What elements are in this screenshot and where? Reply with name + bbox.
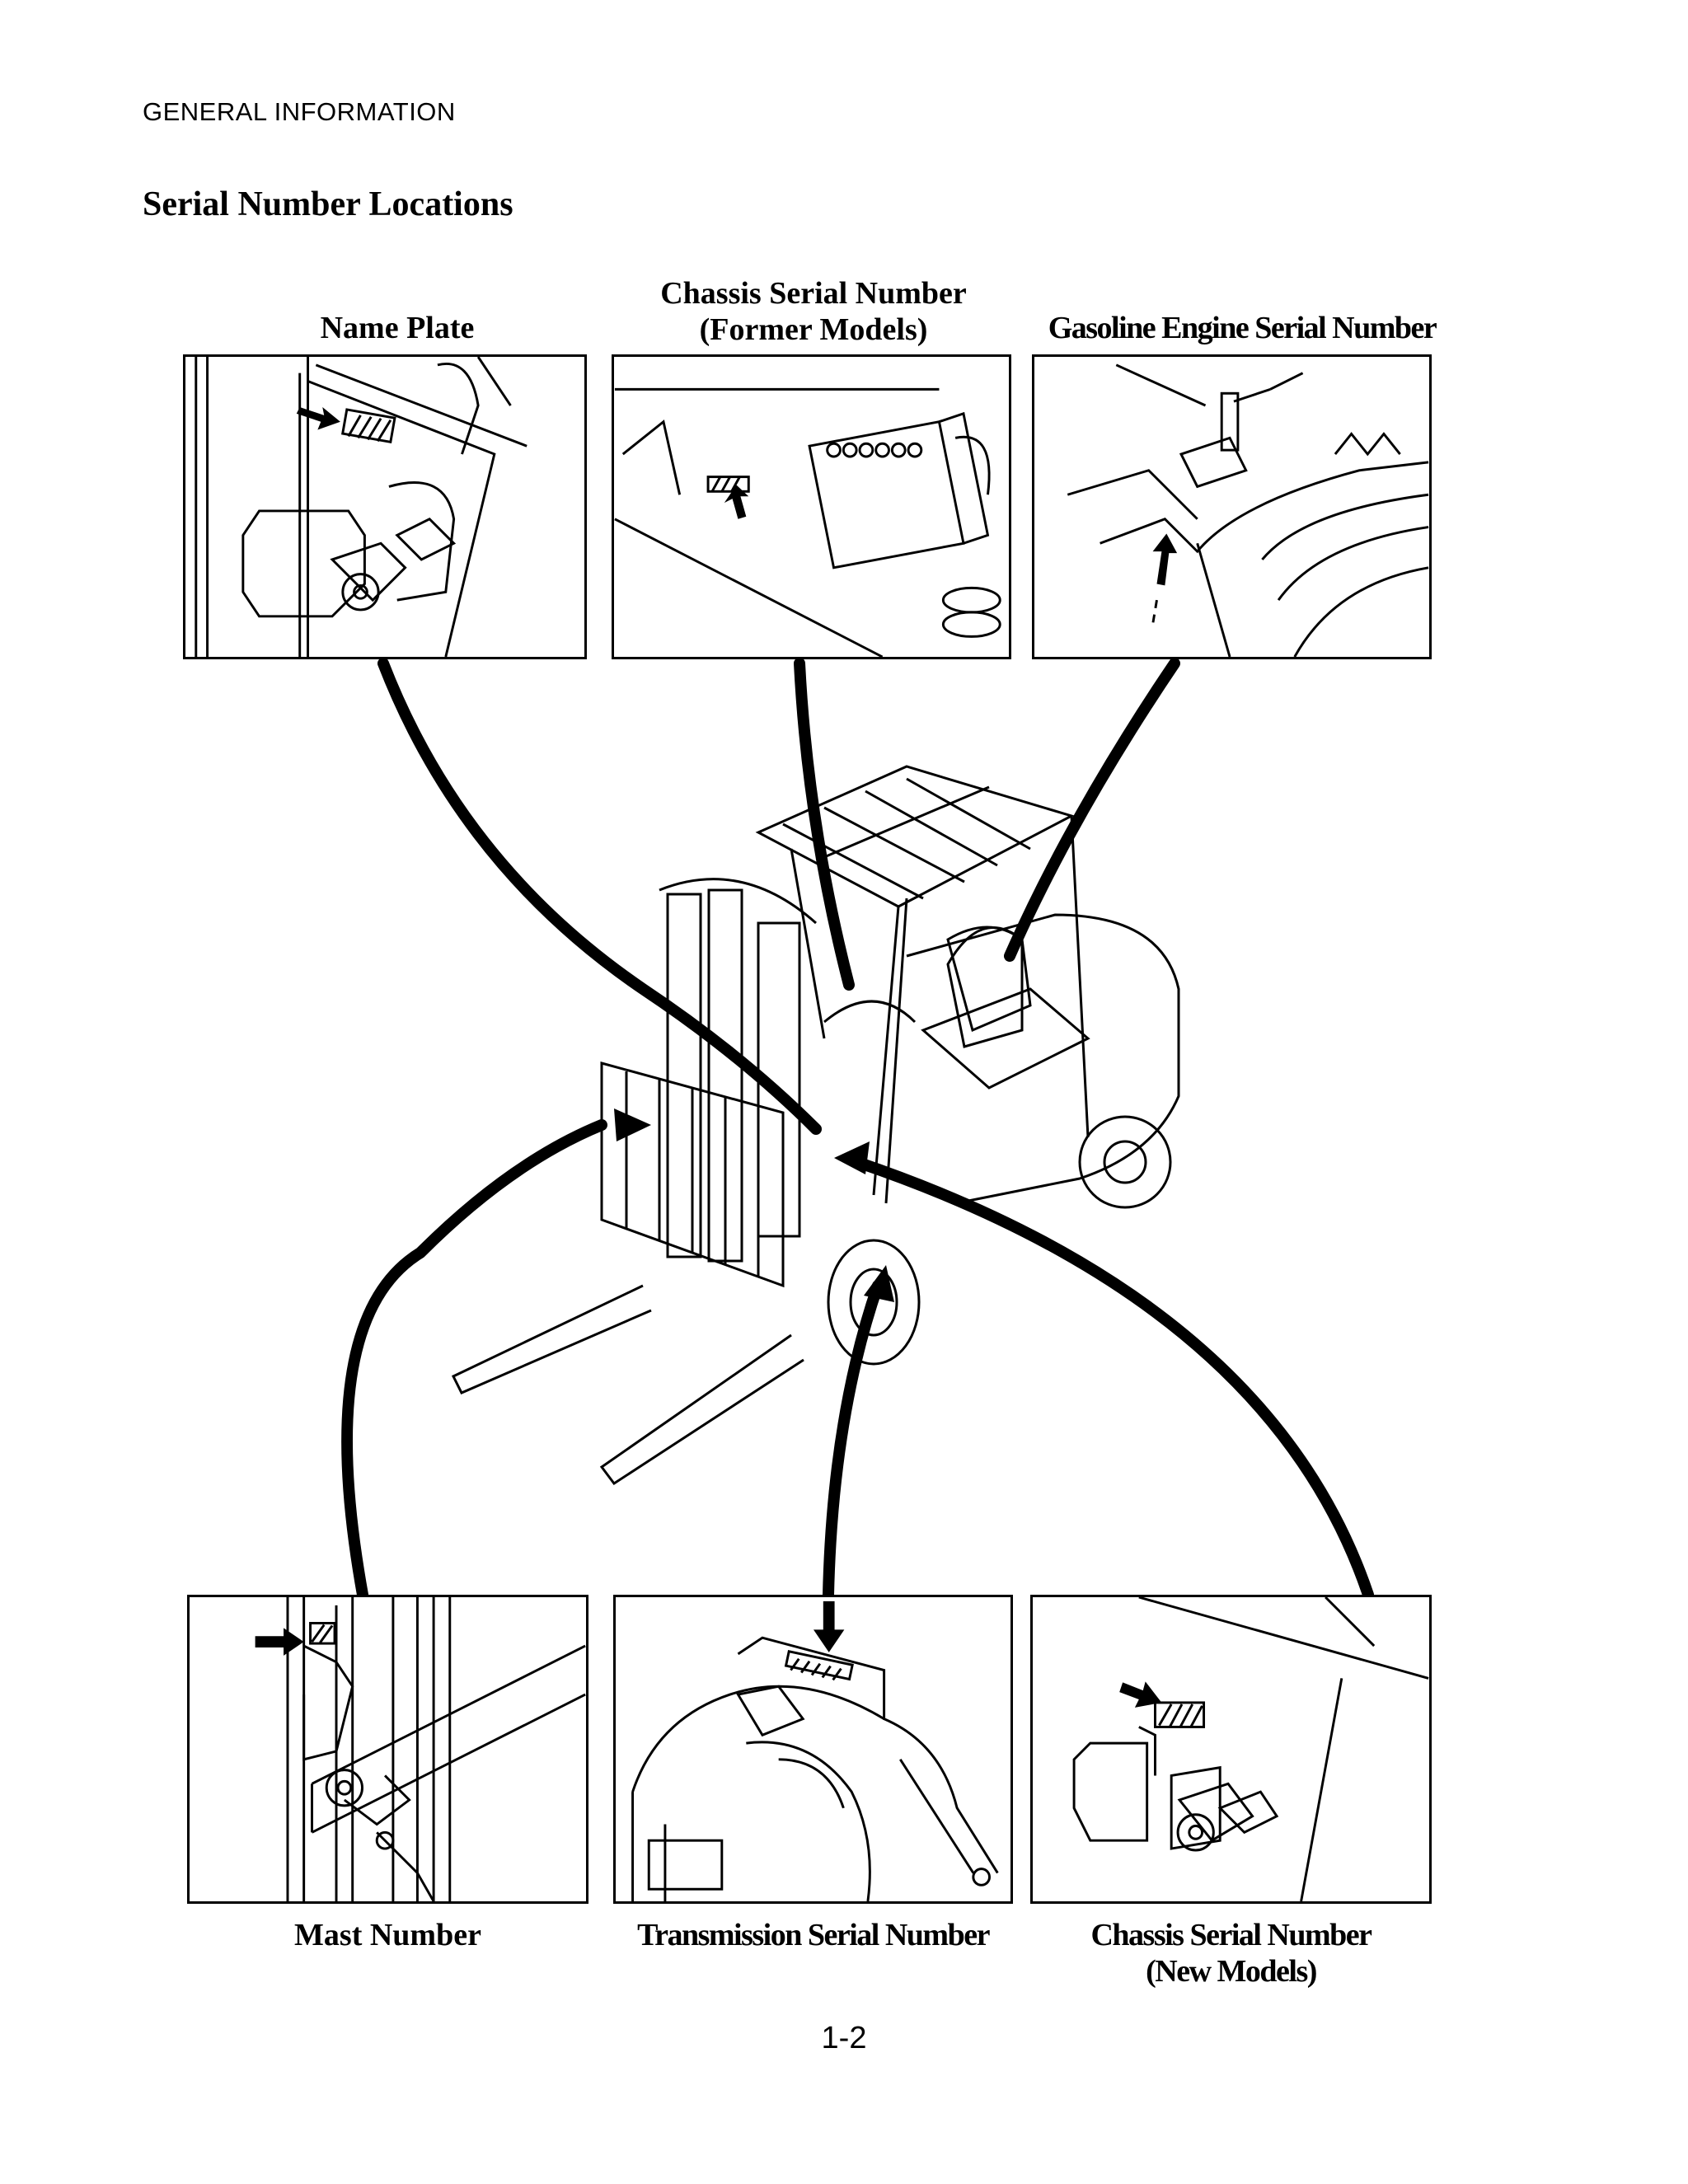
arrow-icon: [1152, 533, 1178, 586]
panel-chassis-new: [1030, 1595, 1432, 1904]
leader-line-transmission: [823, 1280, 884, 1601]
label-name-plate: Name Plate: [183, 310, 612, 346]
name-plate-illustration: [195, 357, 528, 657]
chassis-former-illustration: [614, 387, 1001, 657]
leader-line-chassis-former: [794, 658, 855, 991]
leader-arrowheads: [614, 1108, 894, 1302]
leader-line-mast-number: [341, 1119, 607, 1601]
forklift-body: [451, 765, 1180, 1486]
label-chassis-new-line1: Chassis Serial Number: [1090, 1918, 1372, 1952]
label-chassis-former: Chassis Serial Number (Former Models): [612, 275, 1015, 348]
panel-mast-number: [187, 1595, 588, 1904]
arrow-icon: [1119, 1681, 1162, 1708]
label-transmission-text: Transmission Serial Number: [637, 1918, 990, 1952]
section-title: Serial Number Locations: [143, 185, 513, 223]
label-name-plate-text: Name Plate: [320, 311, 475, 345]
label-chassis-former-line1: Chassis Serial Number: [660, 276, 967, 311]
arrow-icon: [255, 1628, 304, 1656]
label-transmission: Transmission Serial Number: [613, 1917, 1013, 1953]
transmission-illustration: [631, 1601, 999, 1901]
arrow-icon: [724, 485, 749, 519]
label-mast-number-text: Mast Number: [294, 1918, 481, 1952]
leader-line-chassis-new: [851, 1156, 1374, 1601]
page-number: 1-2: [821, 2021, 867, 2055]
label-chassis-new: Chassis Serial Number (New Models): [1030, 1917, 1432, 1990]
label-gasoline-engine-text: Gasoline Engine Serial Number: [1048, 311, 1437, 345]
leader-line-gasoline-engine: [1004, 658, 1180, 962]
chassis-new-illustration: [1072, 1597, 1429, 1901]
label-chassis-new-line2: (New Models): [1146, 1954, 1317, 1989]
label-chassis-former-line2: (Former Models): [699, 312, 928, 347]
gasoline-engine-illustration: [1067, 363, 1429, 657]
panel-transmission: [613, 1595, 1013, 1904]
mast-number-illustration: [255, 1597, 586, 1901]
panel-gasoline-engine: [1032, 354, 1432, 659]
arrow-icon: [296, 406, 340, 430]
label-mast-number: Mast Number: [187, 1917, 588, 1953]
panel-chassis-former: [612, 354, 1011, 659]
label-gasoline-engine: Gasoline Engine Serial Number: [1024, 310, 1461, 346]
leader-lines: [341, 658, 1374, 1601]
arrow-icon: [813, 1601, 845, 1652]
leader-line-name-plate: [377, 658, 822, 1135]
running-header: GENERAL INFORMATION: [143, 97, 456, 126]
